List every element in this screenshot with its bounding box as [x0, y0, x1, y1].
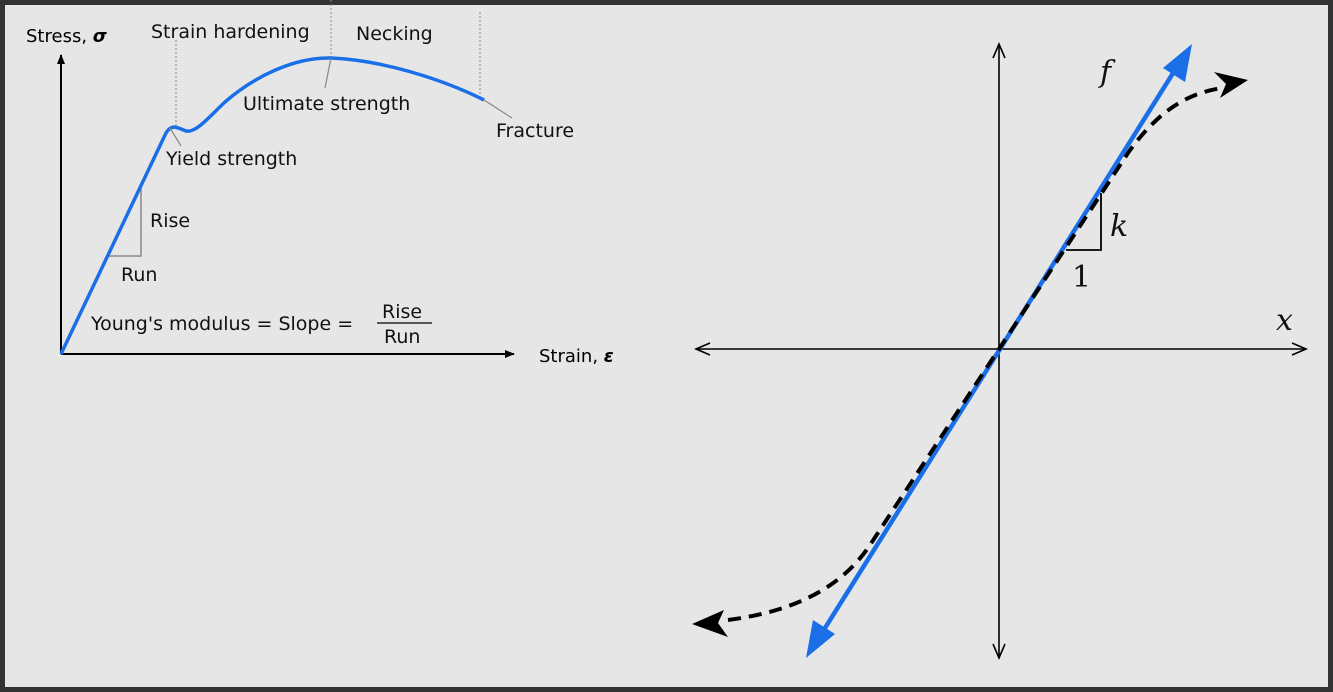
strain-axis-label: Strain, ε — [539, 346, 614, 367]
yield-strength-label: Yield strength — [165, 148, 297, 170]
x-axis-arrow-right — [1291, 342, 1309, 356]
strain-hardening-label: Strain hardening — [151, 21, 310, 43]
ultimate-leader — [324, 57, 332, 89]
yield-leader — [169, 127, 182, 147]
youngs-modulus-formula: Young's modulus = Slope = — [90, 313, 353, 335]
fracture-label: Fracture — [496, 120, 574, 142]
fracture-leader — [483, 99, 513, 119]
run-label: Run — [121, 264, 157, 286]
formula-numerator: Rise — [382, 301, 422, 323]
rise-label: Rise — [150, 210, 190, 232]
dashed-curve-arrow-left — [692, 610, 728, 637]
nonlinear-dashed-curve — [727, 86, 1223, 622]
f-axis-label: f — [1098, 55, 1116, 90]
linear-plot: f x k 1 — [692, 41, 1309, 661]
run-one-label: 1 — [1072, 260, 1091, 295]
slope-k-label: k — [1110, 209, 1128, 244]
f-axis-arrow-top — [992, 41, 1006, 59]
formula-denominator: Run — [384, 326, 420, 348]
dashed-curve-arrow-right — [1214, 72, 1248, 98]
f-axis-arrow-bottom — [992, 643, 1006, 661]
slope-triangle — [1066, 193, 1102, 251]
linear-line-arrow-top — [1163, 44, 1192, 82]
rise-run-triangle — [109, 187, 142, 257]
stress-axis-label: Stress, σ — [26, 26, 108, 47]
x-axis-arrow-left — [693, 342, 711, 356]
stress-strain-curve — [59, 56, 485, 355]
ultimate-strength-label: Ultimate strength — [243, 93, 410, 115]
x-axis-label: x — [1276, 303, 1293, 338]
stress-strain-diagram: Stress, σ Strain, ε Strain hardening Nec… — [26, 0, 614, 367]
linear-line-arrow-bottom — [806, 620, 835, 658]
necking-label: Necking — [356, 23, 433, 45]
